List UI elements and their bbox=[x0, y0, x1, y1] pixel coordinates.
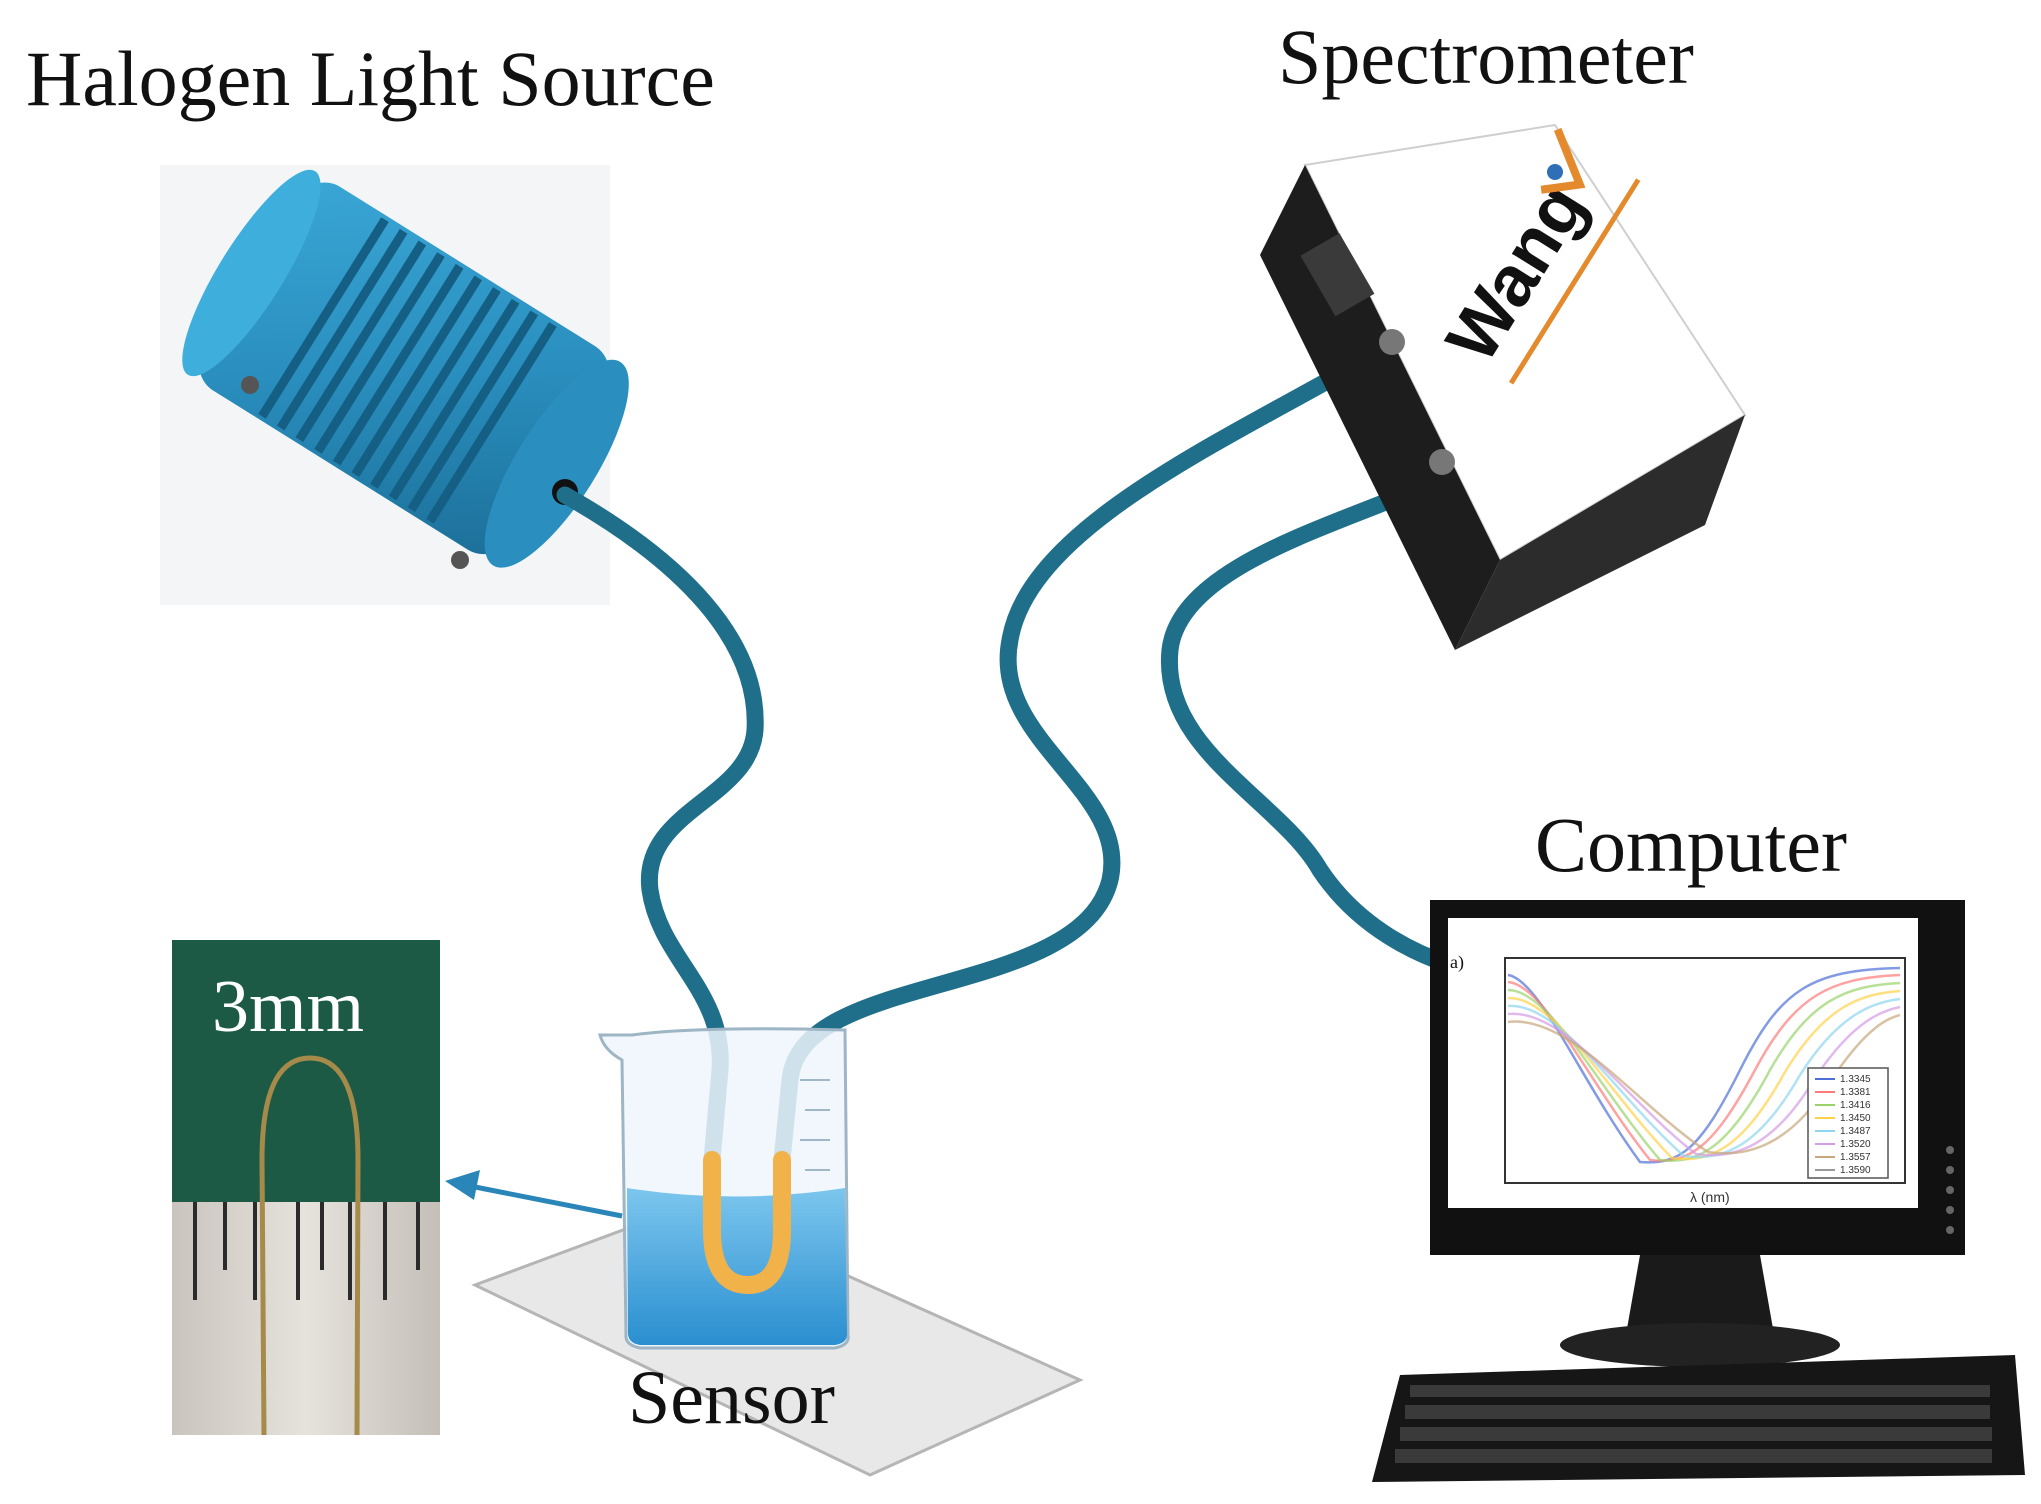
label-spectrometer: Spectrometer bbox=[1278, 13, 1694, 100]
halogen-light-source bbox=[160, 165, 629, 605]
beaker-liquid bbox=[627, 1188, 848, 1345]
sensor-inset-photo bbox=[172, 940, 440, 1436]
legend-entry: 1.3345 bbox=[1840, 1074, 1871, 1085]
legend-entry: 1.3450 bbox=[1840, 1113, 1871, 1124]
legend-entry: 1.3416 bbox=[1840, 1100, 1871, 1111]
plot-x-label: λ (nm) bbox=[1690, 1189, 1730, 1205]
fiber-source-to-sensor bbox=[556, 486, 764, 1169]
spectrometer: Wang bbox=[1260, 123, 1747, 650]
sensor-probe bbox=[703, 1151, 791, 1295]
sensor-setup bbox=[471, 1027, 1084, 1477]
fiber-sensor-to-spectrometer bbox=[773, 336, 1399, 1169]
monitor-stand bbox=[1625, 1255, 1775, 1340]
u-shaped-fiber bbox=[259, 1055, 361, 1436]
arrow-head bbox=[445, 1170, 480, 1200]
inset-arrow bbox=[469, 1183, 623, 1219]
plot-panel-tag: a) bbox=[1450, 952, 1464, 973]
label-sensor: Sensor bbox=[628, 1356, 835, 1440]
plot-legend bbox=[1807, 1067, 1889, 1179]
legend-entry: 1.3590 bbox=[1840, 1165, 1871, 1176]
legend-entry: 1.3487 bbox=[1840, 1126, 1871, 1137]
legend-entry: 1.3381 bbox=[1840, 1087, 1871, 1098]
label-scale: 3mm bbox=[212, 966, 365, 1048]
label-halogen-light-source: Halogen Light Source bbox=[26, 35, 715, 122]
legend-entry: 1.3557 bbox=[1840, 1152, 1871, 1163]
legend-entry: 1.3520 bbox=[1840, 1139, 1871, 1150]
fiber-spectrometer-to-computer bbox=[1161, 469, 1459, 974]
computer: a) 1.3345 1.3381 1.3416 1.3450 1.3487 1.… bbox=[1372, 900, 2025, 1482]
label-computer: Computer bbox=[1535, 801, 1847, 888]
